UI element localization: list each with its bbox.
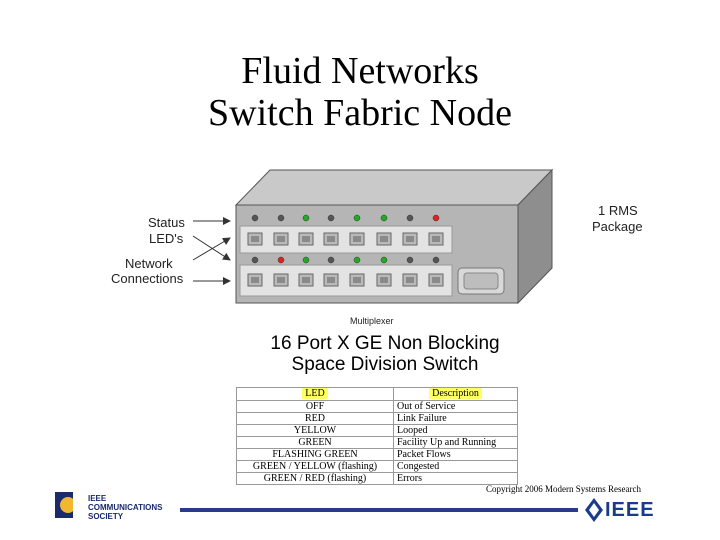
table-cell-led: GREEN [236,436,394,449]
network-port-socket [302,236,310,242]
label-network: Network [125,256,173,271]
table-cell-description: Errors [393,472,518,485]
network-port-socket [251,277,259,283]
network-port-socket [277,236,285,242]
status-led [277,214,285,222]
table-cell-led: GREEN / YELLOW (flashing) [236,460,394,473]
title-line-2: Switch Fabric Node [208,92,512,134]
status-led [302,256,310,264]
network-port-socket [432,236,440,242]
ieee-logo-text: IEEE [605,499,655,521]
slide-title: Fluid Networks Switch Fabric Node [0,50,720,134]
label-connections: Connections [111,271,184,286]
table-cell-led: OFF [236,400,394,413]
table-cell-description: Out of Service [393,400,518,413]
label-rms-1: 1 RMS [598,203,638,218]
status-led [406,214,414,222]
table-cell-led: YELLOW [236,424,394,437]
status-led [302,214,310,222]
port-row-top [247,232,444,246]
network-port-socket [277,277,285,283]
table-cell-description: Facility Up and Running [393,436,518,449]
network-port-socket [432,277,440,283]
status-led [432,256,440,264]
table-cell-led: RED [236,412,394,425]
network-port-socket [353,277,361,283]
status-led [327,214,335,222]
title-line-1: Fluid Networks [241,50,479,92]
network-port-socket [380,236,388,242]
front-panel-bottom [239,264,453,297]
ieee-diamond-icon [585,498,603,522]
table-cell-led: GREEN / RED (flashing) [236,472,394,485]
copyright-text: Copyright 2006 Modern Systems Research [486,484,641,494]
table-cell-description: Congested [393,460,518,473]
table-cell-description: Packet Flows [393,448,518,461]
arrow-network [192,237,231,261]
status-led [327,256,335,264]
comsoc-logo-icon [55,492,83,518]
status-led [432,214,440,222]
status-led [353,256,361,264]
network-port-socket [327,236,335,242]
table-row: GREEN / YELLOW (flashing)Congested [236,460,518,473]
network-port-socket [302,277,310,283]
table-row: GREEN / RED (flashing)Errors [236,472,518,485]
switch-top-face [234,169,554,206]
switch-heading: 16 Port X GE Non Blocking Space Division… [240,333,530,375]
status-led [380,256,388,264]
table-cell-description: Looped [393,424,518,437]
status-led [277,256,285,264]
status-led [251,256,259,264]
arrow-leds [192,235,231,261]
led-row-top [251,214,440,222]
footer-bar [180,508,578,512]
status-led [251,214,259,222]
table-header-led: LED [236,387,394,401]
status-led [380,214,388,222]
network-port-socket [406,277,414,283]
table-header-row: LED Description [236,387,518,401]
label-rms-2: Package [592,219,643,234]
led-row-bottom [251,256,440,264]
table-cell-led: FLASHING GREEN [236,448,394,461]
status-led [353,214,361,222]
network-port-socket [353,236,361,242]
label-multiplexer: Multiplexer [350,316,394,326]
table-header-description: Description [393,387,518,401]
network-port-socket [327,277,335,283]
port-row-bottom [247,273,444,287]
heading-line-1: 16 Port X GE Non Blocking [270,333,500,354]
label-status: Status [148,215,185,230]
comsoc-logo-text: IEEE COMMUNICATIONS SOCIETY [88,494,163,521]
network-port-socket [380,277,388,283]
front-panel-top [239,225,453,254]
table-cell-description: Link Failure [393,412,518,425]
label-leds: LED's [149,231,184,246]
status-led [406,256,414,264]
heading-line-2: Space Division Switch [291,354,479,375]
network-port-socket [406,236,414,242]
network-port-socket [251,236,259,242]
